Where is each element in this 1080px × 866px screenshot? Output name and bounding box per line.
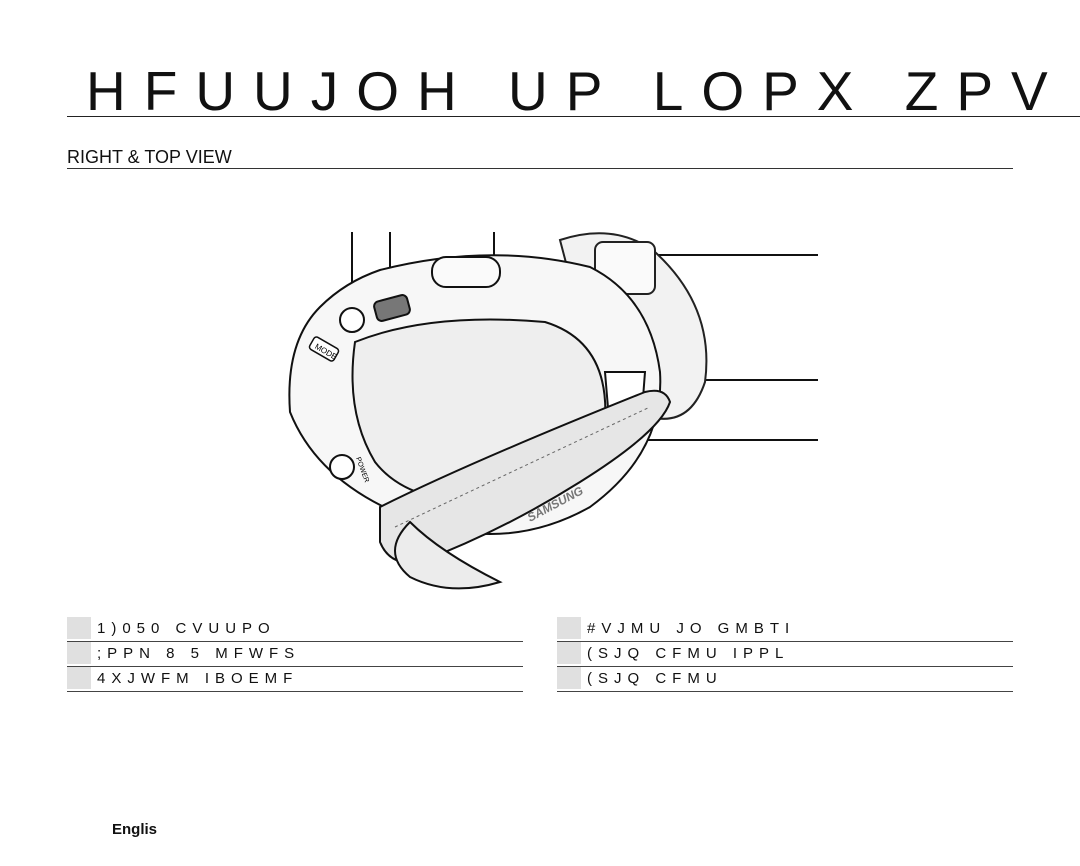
legend-text: 1)050 CVUUPO (97, 620, 276, 637)
legend-number-box (67, 667, 91, 689)
legend-row: (SJQ CFMU IPPL (557, 642, 1013, 667)
camcorder-illustration: MODE POWER SAMSUNG (288, 232, 818, 590)
legend-number-box (557, 642, 581, 664)
legend-text: 4XJWFM IBOEMF (97, 670, 299, 687)
legend-text: (SJQ CFMU (587, 670, 723, 687)
section-underline (67, 168, 1013, 169)
legend-row: 4XJWFM IBOEMF (67, 667, 523, 692)
title-underline (67, 116, 1080, 117)
section-heading: RIGHT & TOP VIEW (67, 147, 232, 167)
page-footer-language: Englis (112, 821, 158, 838)
legend-row: #VJMU JO GMBTI (557, 617, 1013, 642)
legend-number-box (557, 667, 581, 689)
top-slot (431, 256, 501, 288)
legend-row: ;PPN 8 5 MFWFS (67, 642, 523, 667)
legend-right: #VJMU JO GMBTI (SJQ CFMU IPPL (SJQ CFMU (557, 617, 1013, 692)
legend-text: #VJMU JO GMBTI (587, 620, 796, 637)
legend-left: 1)050 CVUUPO ;PPN 8 5 MFWFS 4XJWFM IBOEM… (67, 617, 523, 692)
legend-number-box (557, 617, 581, 639)
legend-number-box (67, 617, 91, 639)
zoom-lever (373, 294, 411, 322)
page-title: HFUUJOH UP LOPX ZPV (86, 60, 1066, 122)
legend-number-box (67, 642, 91, 664)
strap-end (394, 520, 503, 590)
legend-row: (SJQ CFMU (557, 667, 1013, 692)
legend-text: (SJQ CFMU IPPL (587, 645, 790, 662)
power-dial (329, 454, 355, 480)
legend-row: 1)050 CVUUPO (67, 617, 523, 642)
mode-button (308, 336, 340, 362)
photo-button (339, 307, 365, 333)
legend-text: ;PPN 8 5 MFWFS (97, 645, 301, 662)
